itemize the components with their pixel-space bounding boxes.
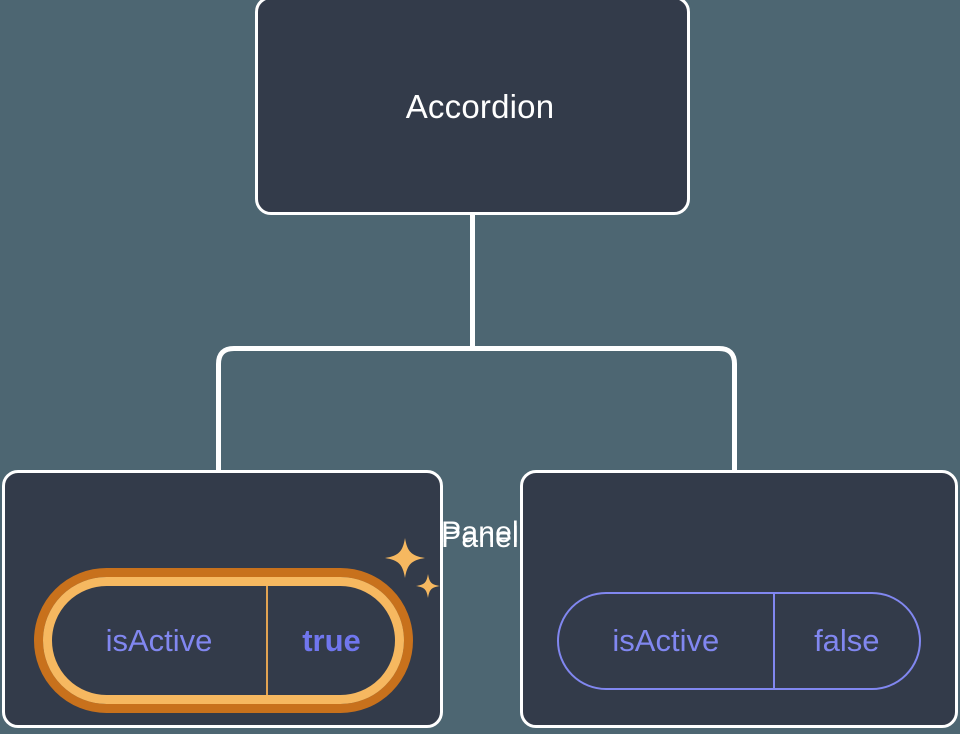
- connector-branch-bar: [216, 346, 737, 472]
- prop-value-is-active: false: [772, 594, 919, 688]
- prop-key-is-active: isActive: [612, 623, 720, 658]
- node-accordion-label: Accordion: [405, 88, 555, 125]
- prop-key-is-active: isActive: [105, 622, 213, 658]
- node-panel-inactive-label: Panel: [441, 521, 519, 554]
- node-accordion[interactable]: [255, 0, 690, 215]
- prop-pill-active[interactable]: isActive true: [43, 577, 404, 704]
- prop-value-is-active: true: [266, 586, 395, 695]
- prop-pill-active-glow: isActive true: [34, 568, 413, 713]
- prop-pill-inactive[interactable]: isActive false: [557, 592, 921, 690]
- node-panel-active-label: Panel: [441, 516, 519, 549]
